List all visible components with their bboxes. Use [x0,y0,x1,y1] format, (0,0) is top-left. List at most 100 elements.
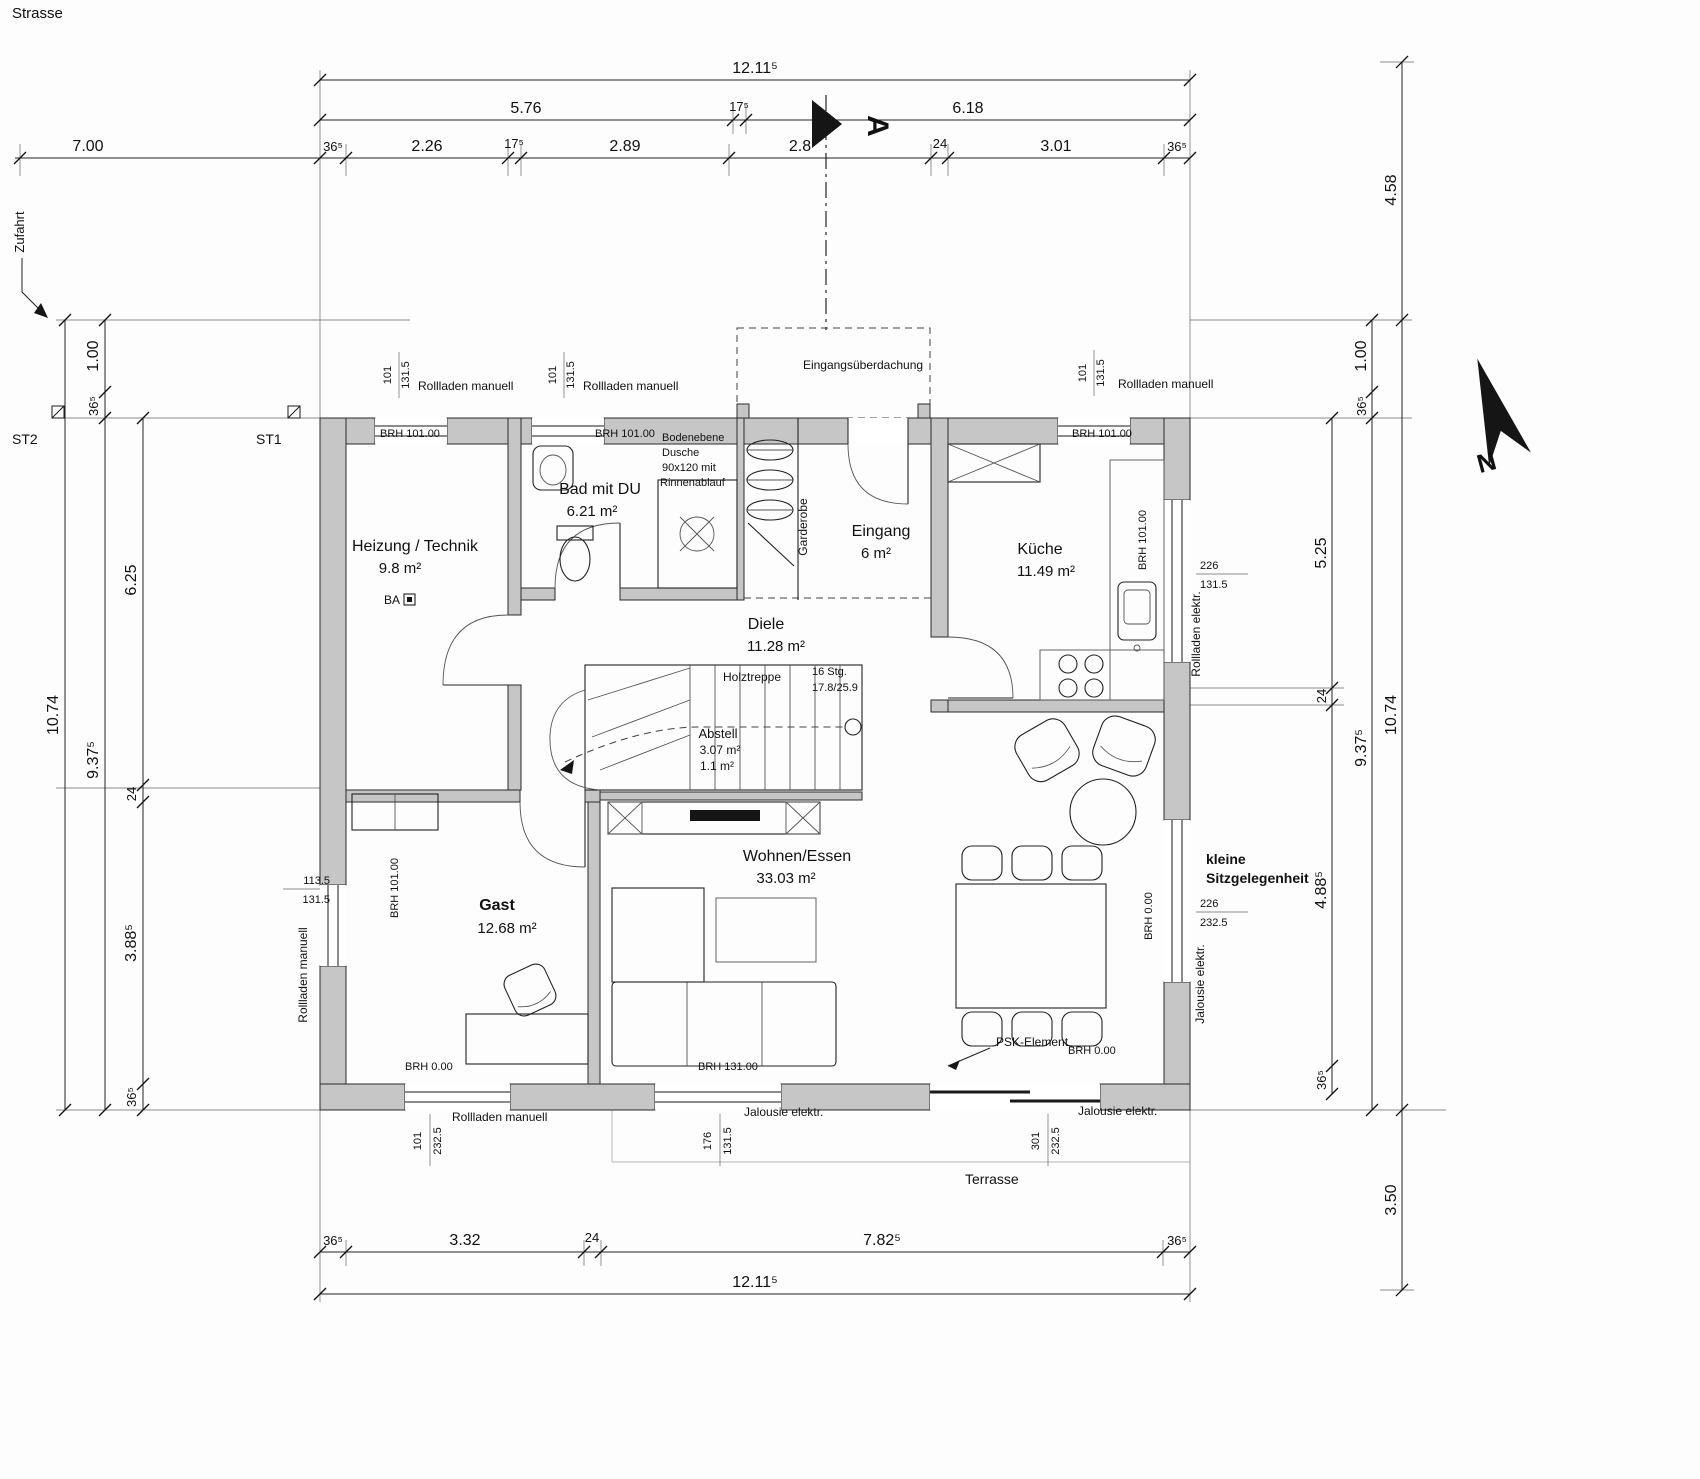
stove-burner-icon [1084,678,1104,698]
stair-walk-line [564,726,845,763]
dim: 7.00 [72,138,103,155]
window-width-tag: 176 [702,1132,714,1150]
wc-icon [559,536,591,582]
jalousie-elektr-label: Jalousie elektr. [1193,944,1207,1023]
dim: 36⁵ [1167,1233,1187,1248]
dining-chair [1011,845,1053,881]
dim: 3.01 [1040,138,1071,155]
dim: 2.26 [411,138,442,155]
armchair [1092,715,1156,777]
tall-cabinet [947,443,1041,483]
room-wohnen-name: Wohnen/Essen [743,848,851,865]
entrance-porch [736,327,931,419]
psk-arrow [947,1047,991,1070]
survey-point-st1-icon [287,405,301,419]
dining-chair [961,1011,1003,1047]
brh-label: BRH 101.00 [380,428,440,440]
dim: 5.76 [510,100,541,117]
room-gast-name: Gast [479,897,515,914]
guest-furniture [351,593,589,1065]
dim: 24 [933,136,947,151]
dim: 3.50 [1383,1184,1400,1215]
section-letter: A [861,115,894,137]
rollladen-manuell-label: Rollladen manuell [452,1110,547,1124]
window-width-tag: 226 [1200,898,1218,910]
dining-chair [1061,845,1103,881]
ba-label: BA [384,593,400,607]
dim: 6.18 [952,100,983,117]
dusche-note-3: 90x120 mit [662,462,716,474]
window-height-tag: 131.5 [400,361,412,389]
dim: 36⁵ [323,1233,343,1248]
dim: 1.00 [85,340,102,371]
porch-post [917,403,931,419]
stove-burner-icon [1084,654,1104,674]
room-bad-name: Bad mit DU [559,481,641,498]
brh-label: BRH 0.00 [1068,1045,1116,1057]
dim-bottom-total: 12.11⁵ [732,1274,777,1291]
window-width-tag: 101 [412,1132,424,1150]
dim: 36⁵ [1167,139,1187,154]
window-height-tag: 232.5 [1200,917,1228,929]
window-width-tag: 113.5 [303,875,330,887]
dim: 9.37⁵ [1353,729,1370,767]
stove-burner-icon [1058,654,1078,674]
rollladen-manuell-label: Rollladen manuell [296,927,310,1022]
brh-label: BRH 0.00 [1143,892,1155,940]
doors [442,443,1014,868]
dim-top-total: 12.11⁵ [732,60,777,77]
zufahrt-label: Zufahrt [12,211,27,253]
bad-door-swing [554,522,621,589]
room-gast-area: 12.68 m² [477,920,536,937]
room-eingang-name: Eingang [852,523,911,540]
coffee-table [715,897,817,963]
room-diele-name: Diele [748,616,785,633]
room-eingang-area: 6 m² [861,545,891,562]
walls [319,417,1191,1111]
desk [465,1013,589,1065]
dusche-note-4: Rinnenablauf [660,477,726,489]
dim: 10.74 [45,695,62,735]
strasse-label: Strasse [12,5,63,22]
dim: 10.74 [1383,695,1400,735]
heizung-door-swing [442,614,509,686]
rollladen-manuell-label: Rollladen manuell [583,379,678,393]
porch-post [736,403,750,419]
treppe-stg-label: 16 Stg. [812,666,847,678]
brh-label: BRH 101.00 [1072,428,1132,440]
rollladen-elektr-label: Rollladen elektr. [1189,591,1203,676]
dim: 36⁵ [1314,1070,1329,1090]
gast-door-swing [519,801,586,868]
dim: 3.88⁵ [123,924,140,962]
room-kueche-name: Küche [1017,541,1062,558]
window-height-tag: 131.5 [1200,579,1228,591]
section-marker: A [812,95,894,330]
room-heizung-name: Heizung / Technik [352,538,479,555]
dim: 2.89 [609,138,640,155]
room-abstell-area: 3.07 m² [700,743,741,757]
stairs [549,664,863,791]
window-width-tag: 101 [1077,364,1089,382]
treppe-ratio-label: 17.8/25.9 [812,682,858,694]
dining-chair [1061,1011,1103,1047]
survey-point-st2-icon [51,405,65,419]
desk-chair [503,963,557,1017]
room-wohnen-area: 33.03 m² [756,870,815,887]
window-height-tag: 131.5 [302,894,330,906]
room-kueche-area: 11.49 m² [1017,563,1075,580]
armchair [1014,718,1080,783]
garderobe-fixtures [746,418,799,600]
kitchen-counter [1039,649,1165,701]
dim: 36⁵ [124,1087,139,1107]
dim: 1.00 [1353,340,1370,371]
brh-label: BRH 101.00 [389,858,401,918]
jalousie-elektr-label: Jalousie elektr. [1078,1104,1157,1118]
stove-burner-icon [1058,678,1078,698]
dim: 17⁵ [729,99,749,114]
kitchen-fixtures [947,443,1165,701]
sitzgelegenheit-label-1: kleine [1206,851,1246,867]
entry-door-swing [847,443,909,505]
living-furniture [607,715,1156,1067]
dim: 36⁵ [86,396,101,416]
